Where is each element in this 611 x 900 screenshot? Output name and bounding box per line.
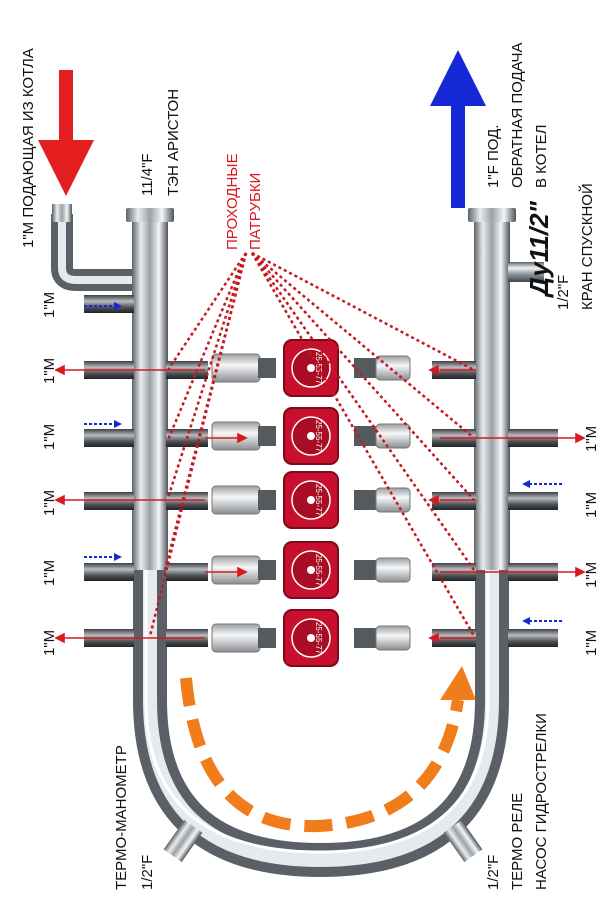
left-inner-nipples: [166, 361, 208, 647]
through-nipples-line1: ПРОХОДНЫЕ: [224, 153, 241, 250]
left-outer-nipples: [84, 295, 134, 647]
thermo-manometer-fitting: [163, 819, 203, 863]
u-pipe-outer: [133, 560, 509, 878]
pump-group-3: [211, 471, 411, 529]
right-outer-nipples: [508, 429, 558, 647]
return-line1-label: 1"F ПОД.: [485, 125, 502, 188]
thermo-manometer-size-label: 1/2"F: [139, 855, 156, 890]
valve-icon: [375, 355, 411, 381]
supply-inlet-nipple: [52, 204, 72, 222]
u-pipe-shine: [143, 560, 499, 868]
valve-icon: [211, 555, 261, 585]
thermo-relay-fitting: [443, 819, 483, 863]
pump-group-4: [211, 541, 411, 599]
left-port-label: 1"М: [41, 424, 58, 450]
heater-name-label: ТЭН АРИСТОН: [165, 89, 182, 196]
right-port-label: 1"М: [583, 426, 600, 452]
right-flow-arrows: [205, 364, 586, 644]
relay-line2-label: НАСОС ГИДРОСТРЕЛКИ: [533, 713, 550, 890]
through-nipples-line2: ПАТРУБКИ: [247, 173, 264, 250]
right-manifold: [474, 210, 510, 570]
left-port-label: 1"М: [41, 490, 58, 516]
valve-icon: [375, 487, 411, 513]
flow-arrowhead: [440, 666, 476, 700]
right-manifold-cap: [468, 208, 516, 222]
valve-icon: [375, 625, 411, 651]
left-port-label: 1"М: [41, 560, 58, 586]
valve-icon: [211, 421, 261, 451]
pump-group-2: [211, 407, 411, 465]
valve-icon: [375, 557, 411, 583]
drain-name-label: КРАН СПУСКНОЙ: [578, 183, 596, 310]
thermo-manometer-label: ТЕРМО-МАНОМЕТР: [113, 745, 130, 890]
return-arrow-icon: [430, 50, 486, 208]
heater-size-label: 11/4"F: [139, 153, 156, 196]
left-port-label: 1"М: [41, 358, 58, 384]
relay-line1-label: ТЕРМО РЕЛЕ: [509, 793, 526, 890]
pump-model-label: 25-55-77: [314, 554, 323, 587]
right-port-label: 1"М: [583, 630, 600, 656]
pump-model-label: 25-55-77: [314, 484, 323, 517]
left-port-label: 1"М: [41, 292, 58, 318]
right-port-label: 1"М: [583, 492, 600, 518]
pump-model-label: 25-55-77: [314, 420, 323, 453]
valve-icon: [211, 623, 261, 653]
du-size-label: Ду11/2": [524, 200, 554, 298]
drain-size-label: 1/2"F: [555, 275, 572, 310]
blue-dotted-arrows: [84, 302, 562, 625]
drain-valve-stub: [508, 262, 544, 282]
flow-arrow-icon: [180, 677, 464, 833]
through-nipple-leaders: [148, 251, 476, 637]
pump-model-label: 25-55-77: [314, 622, 323, 655]
left-manifold: [132, 210, 168, 570]
supply-inlet-elbow: [51, 214, 132, 291]
return-line3-label: В КОТЕЛ: [533, 125, 550, 188]
valve-icon: [211, 485, 261, 515]
return-line2-label: ОБРАТНАЯ ПОДАЧА: [509, 43, 526, 188]
left-flow-arrows: [54, 364, 205, 644]
relay-size-label: 1/2"F: [485, 855, 502, 890]
u-pipe-inner-line: [144, 560, 490, 854]
pump-group-1: [211, 339, 411, 397]
left-manifold-cap: [126, 208, 174, 222]
supply-arrow-icon: [38, 70, 94, 196]
right-inner-nipples: [432, 361, 476, 647]
supply-from-boiler-label: 1"М ПОДАЮЩАЯ ИЗ КОТЛА: [20, 48, 37, 248]
pump-group-5: [211, 609, 411, 667]
right-port-label: 1"М: [583, 562, 600, 588]
left-port-label: 1"М: [41, 630, 58, 656]
